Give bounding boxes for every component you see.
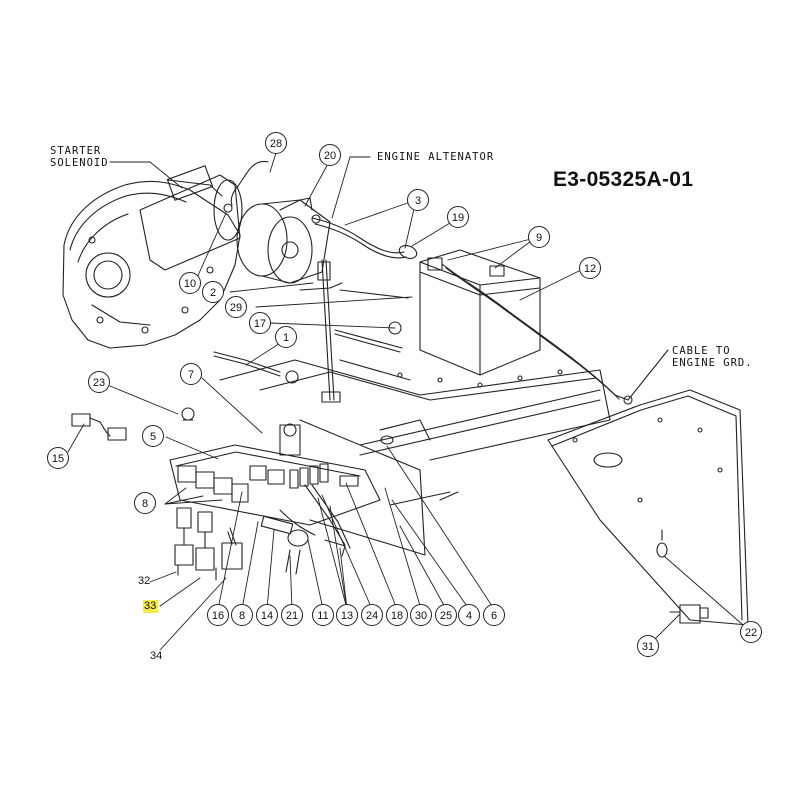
engine-housing (62, 180, 241, 349)
callout-5: 5 (142, 425, 164, 447)
svg-text:4: 4 (466, 610, 472, 622)
callout-11: 11 (312, 604, 334, 626)
svg-text:7: 7 (188, 369, 194, 381)
callout-28: 28 (265, 132, 287, 154)
note-cable-ground: CABLE TO ENGINE GRD. (672, 345, 753, 369)
callouts: 28 20 3 19 9 12 10 2 29 17 1 7 23 15 5 8… (47, 132, 762, 657)
svg-text:15: 15 (52, 453, 64, 465)
callout-6: 6 (483, 604, 505, 626)
callout-3: 3 (407, 189, 429, 211)
svg-text:18: 18 (391, 610, 403, 622)
callout-8a: 8 (134, 492, 156, 514)
callout-13: 13 (336, 604, 358, 626)
svg-text:19: 19 (452, 212, 464, 224)
callout-9: 9 (528, 226, 550, 248)
callout-29: 29 (225, 296, 247, 318)
battery (419, 249, 620, 400)
svg-text:23: 23 (93, 377, 105, 389)
callout-24: 24 (361, 604, 383, 626)
callout-18: 18 (386, 604, 408, 626)
callout-4: 4 (458, 604, 480, 626)
callout-19: 19 (447, 206, 469, 228)
svg-text:24: 24 (366, 610, 378, 622)
svg-text:20: 20 (324, 150, 336, 162)
svg-text:2: 2 (210, 287, 216, 299)
callout-2: 2 (202, 281, 224, 303)
callout-20: 20 (319, 144, 341, 166)
svg-text:31: 31 (642, 641, 654, 653)
svg-text:25: 25 (440, 610, 452, 622)
alternator (236, 197, 331, 284)
note-starter-line1: STARTER (50, 145, 102, 157)
callout-1: 1 (275, 326, 297, 348)
callout-7: 7 (180, 363, 202, 385)
label-34: 34 (150, 650, 163, 662)
frame (219, 359, 749, 626)
relay-harness (174, 507, 243, 581)
svg-text:5: 5 (150, 431, 156, 443)
callout-14: 14 (256, 604, 278, 626)
note-cable-line1: CABLE TO (672, 345, 731, 357)
callout-16: 16 (207, 604, 229, 626)
callout-31: 31 (637, 635, 659, 657)
note-engine-alternator: ENGINE ALTENATOR (377, 151, 495, 163)
switch-plate (169, 423, 381, 575)
callout-30: 30 (410, 604, 432, 626)
callout-17: 17 (249, 312, 271, 334)
svg-text:1: 1 (283, 332, 289, 344)
svg-text:8: 8 (142, 498, 148, 510)
svg-text:17: 17 (254, 318, 266, 330)
svg-text:21: 21 (286, 610, 298, 622)
svg-text:10: 10 (184, 278, 196, 290)
diagram-code: E3-05325A-01 (553, 168, 694, 191)
svg-text:16: 16 (212, 610, 224, 622)
highlight-33 (143, 600, 158, 613)
switch-31 (669, 604, 709, 624)
svg-text:12: 12 (584, 263, 596, 275)
svg-text:28: 28 (270, 138, 282, 150)
svg-text:29: 29 (230, 302, 242, 314)
svg-text:9: 9 (536, 232, 542, 244)
label-32: 32 (138, 575, 151, 587)
callout-15: 15 (47, 447, 69, 469)
callout-25: 25 (435, 604, 457, 626)
note-cable-line2: ENGINE GRD. (672, 357, 753, 369)
svg-text:14: 14 (261, 610, 273, 622)
callout-12: 12 (579, 257, 601, 279)
svg-text:8: 8 (239, 610, 245, 622)
svg-text:13: 13 (341, 610, 353, 622)
label-33: 33 (144, 600, 157, 612)
svg-text:22: 22 (745, 627, 757, 639)
callout-8b: 8 (231, 604, 253, 626)
svg-text:3: 3 (415, 195, 421, 207)
note-starter-solenoid: STARTER SOLENOID (50, 145, 109, 169)
callout-10: 10 (179, 272, 201, 294)
plug-15 (71, 413, 127, 441)
callout-23: 23 (88, 371, 110, 393)
callout-22: 22 (740, 621, 762, 643)
callout-21: 21 (281, 604, 303, 626)
starter-motor (139, 165, 243, 271)
main-cable (311, 214, 418, 259)
leader-lines (67, 152, 752, 651)
svg-text:30: 30 (415, 610, 427, 622)
svg-text:6: 6 (491, 610, 497, 622)
svg-text:11: 11 (317, 610, 328, 622)
note-starter-line2: SOLENOID (50, 157, 109, 169)
